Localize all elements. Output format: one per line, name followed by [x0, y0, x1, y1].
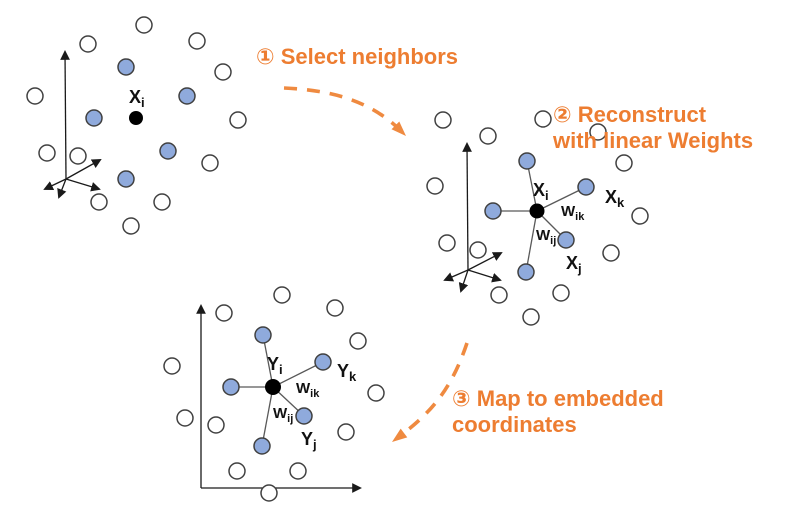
arrowhead-icon [391, 121, 406, 136]
center-point [265, 379, 281, 395]
neighbor-point [85, 109, 103, 127]
data-point [589, 123, 607, 141]
step-3-caption: ③ Map to embedded coordinates [452, 386, 664, 438]
data-point [26, 87, 44, 105]
data-point [479, 127, 497, 145]
flow-arrow-2-to-3 [392, 342, 469, 442]
data-point [289, 462, 307, 480]
neighbor-point [222, 378, 240, 396]
data-point [188, 32, 206, 50]
data-point [534, 110, 552, 128]
step-3-line-1: ③ Map to embedded [452, 386, 664, 411]
axis-arrow [462, 142, 472, 271]
neighbor-point [178, 87, 196, 105]
label-w-ij: Wij [273, 405, 293, 425]
step-2-line-1: ② Reconstruct [553, 102, 707, 127]
data-point [260, 484, 278, 502]
data-point [215, 304, 233, 322]
label-w-ik: Wik [296, 380, 320, 400]
label-x-k: Xk [605, 187, 625, 210]
data-point [615, 154, 633, 172]
data-point [522, 308, 540, 326]
weight-edge [262, 334, 274, 388]
data-point [273, 286, 291, 304]
data-point [337, 423, 355, 441]
neighbor-point [517, 263, 535, 281]
neighbor-point [159, 142, 177, 160]
neighbor-point [117, 58, 135, 76]
data-point [469, 241, 487, 259]
data-point [207, 416, 225, 434]
data-point [163, 357, 181, 375]
label-w-ik: Wik [561, 203, 585, 223]
axis-arrow [60, 50, 70, 180]
dashed-curve [283, 86, 403, 133]
step-2-line-2: with linear Weights [553, 128, 754, 153]
step-1-line-1: ① Select neighbors [256, 44, 459, 69]
data-point [229, 111, 247, 129]
data-point [326, 299, 344, 317]
data-point [426, 177, 444, 195]
data-point [349, 332, 367, 350]
axis-arrow [65, 178, 101, 192]
label-x-i: Xi [533, 180, 549, 203]
data-point [367, 384, 385, 402]
high-dimensional-cluster: Xi [26, 16, 247, 235]
step-3-line-2: coordinates [452, 412, 577, 437]
data-point [434, 111, 452, 129]
weight-edge [525, 210, 538, 273]
neighbor-point [117, 170, 135, 188]
step-2-caption: ② Reconstruct with linear Weights [553, 102, 753, 154]
axis-arrow [467, 269, 502, 283]
neighbor-point [254, 326, 272, 344]
data-point [438, 234, 456, 252]
data-point [38, 144, 56, 162]
label-x-i: Xi [129, 87, 145, 110]
label-y-j: Yj [301, 429, 317, 452]
flow-arrow-1-to-2 [283, 86, 406, 136]
data-point [201, 154, 219, 172]
axis-arrow [65, 159, 102, 180]
data-point [552, 284, 570, 302]
axis-arrow [43, 178, 67, 191]
data-point [176, 409, 194, 427]
step-1-caption: ① Select neighbors [256, 44, 458, 70]
center-point [529, 203, 545, 219]
weight-edge [536, 186, 587, 212]
weight-edge [272, 361, 324, 388]
label-x-j: Xj [566, 253, 582, 276]
data-point [79, 35, 97, 53]
data-point [135, 16, 153, 34]
neighbor-point [557, 231, 575, 249]
data-point [69, 147, 87, 165]
arrowhead-icon [392, 428, 408, 442]
center-point [129, 111, 143, 125]
label-y-k: Yk [337, 361, 357, 384]
neighbor-point [577, 178, 595, 196]
data-point [214, 63, 232, 81]
label-y-i: Yi [267, 354, 283, 377]
data-point [228, 462, 246, 480]
neighbor-point [253, 437, 271, 455]
data-point [631, 207, 649, 225]
neighbor-point [484, 202, 502, 220]
neighbor-point [314, 353, 332, 371]
data-point [122, 217, 140, 235]
data-point [490, 286, 508, 304]
neighbor-point [295, 407, 313, 425]
data-point [90, 193, 108, 211]
weight-edge [261, 386, 274, 447]
axis-arrow [467, 252, 503, 271]
axis-arrow [57, 178, 67, 199]
label-w-ij: Wij [536, 227, 556, 247]
axis-arrow [443, 269, 469, 282]
axis-arrow [458, 269, 469, 293]
dashed-curve [398, 342, 469, 438]
data-point [602, 244, 620, 262]
neighbor-point [518, 152, 536, 170]
data-point [153, 193, 171, 211]
